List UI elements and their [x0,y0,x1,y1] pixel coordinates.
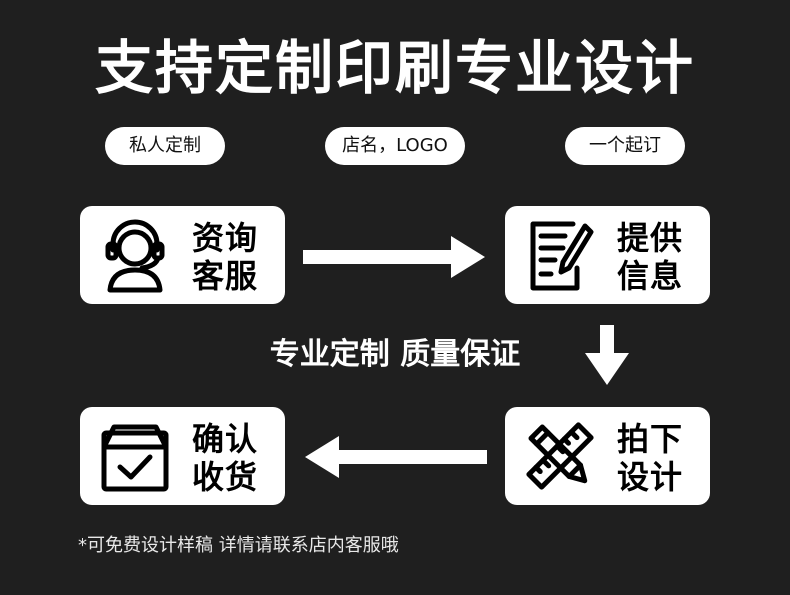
arrow-left-icon [305,436,487,478]
step-confirm-receipt-line1: 确认 [192,420,259,458]
step-confirm-receipt-card: 确认 收货 [80,407,285,505]
step-order-design-card: 拍下 设计 [505,407,710,505]
arrow-right-icon [303,236,485,278]
quality-guarantee-text: 专业定制 质量保证 [269,337,521,372]
tag-one-piece-minimum: 一个起订 [565,127,685,165]
customer-service-icon [105,219,165,293]
step-provide-info-line2: 信息 [617,257,684,295]
step-order-design-line1: 拍下 [617,420,684,458]
step-provide-info-card: 提供 信息 [505,206,710,304]
step-consult-line2: 客服 [192,257,259,295]
page-title: 支持定制印刷专业设计 [94,34,695,102]
step-consult-card: 资询 客服 [80,206,285,304]
arrow-down-icon [585,325,629,385]
pencil-ruler-icon [526,422,594,490]
package-check-icon [101,424,169,492]
tag-shop-name-logo: 店名，LOGO [325,127,465,165]
step-provide-info-line1: 提供 [617,219,684,257]
document-edit-icon [530,221,594,291]
footnote: *可免费设计样稿 详情请联系店内客服哦 [78,535,399,556]
step-consult-line1: 资询 [192,219,259,257]
step-order-design-line2: 设计 [617,458,684,496]
step-confirm-receipt-line2: 收货 [192,458,259,496]
tag-private-custom: 私人定制 [105,127,225,165]
